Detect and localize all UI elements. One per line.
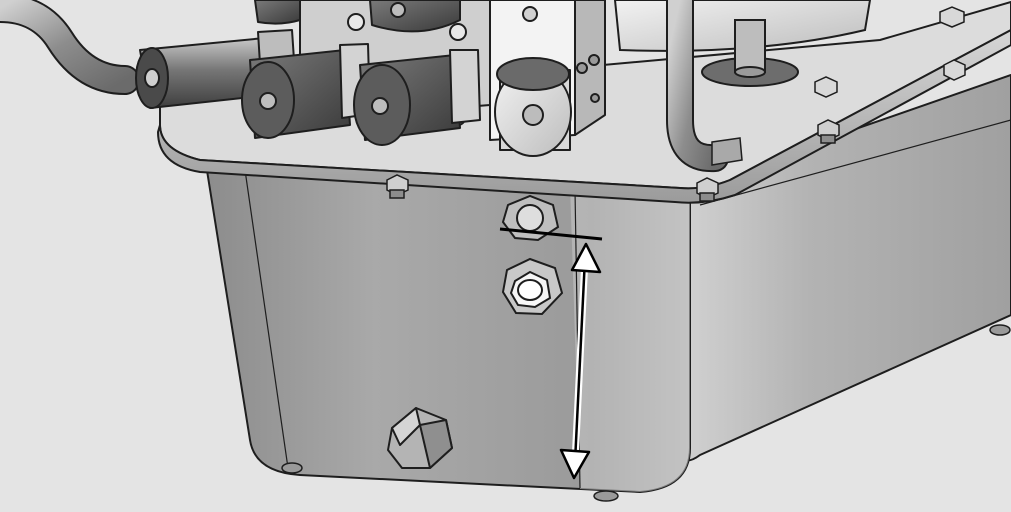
oil-level-sight-gauge — [501, 257, 564, 316]
oil-fill-plug — [501, 194, 560, 242]
tank-edge-line — [244, 169, 289, 469]
foot — [281, 462, 303, 474]
quick-coupler — [494, 57, 572, 157]
arrowhead-down — [559, 448, 591, 480]
tank-edge-line — [699, 119, 1011, 206]
hex-bolt — [814, 76, 838, 98]
hex-bolt — [696, 177, 719, 202]
tank-corner-highlight — [570, 185, 690, 492]
hex-bolt — [817, 119, 840, 144]
mounting-bolts — [386, 6, 966, 202]
tank-feet — [281, 324, 1011, 502]
foot — [593, 490, 619, 502]
hydraulic-hose — [0, 0, 140, 95]
hose-fitting — [711, 137, 743, 166]
hex-bolt — [386, 174, 409, 199]
quick-coupler — [353, 49, 481, 146]
max-oil-level-line — [499, 227, 603, 241]
hex-bolt — [939, 6, 965, 28]
quick-coupler — [254, 0, 461, 33]
foot — [989, 324, 1011, 336]
oil-drain-plug — [387, 407, 453, 469]
hydraulic-hose — [666, 0, 729, 173]
oil-level-range-arrow — [559, 242, 602, 480]
oil-reservoir-tank — [204, 74, 1011, 493]
plate-front-rim — [157, 29, 1011, 204]
arrowhead-up — [570, 242, 602, 274]
hex-bolt — [943, 59, 966, 81]
motor-standoff — [734, 19, 766, 73]
quick-coupler — [241, 43, 371, 139]
